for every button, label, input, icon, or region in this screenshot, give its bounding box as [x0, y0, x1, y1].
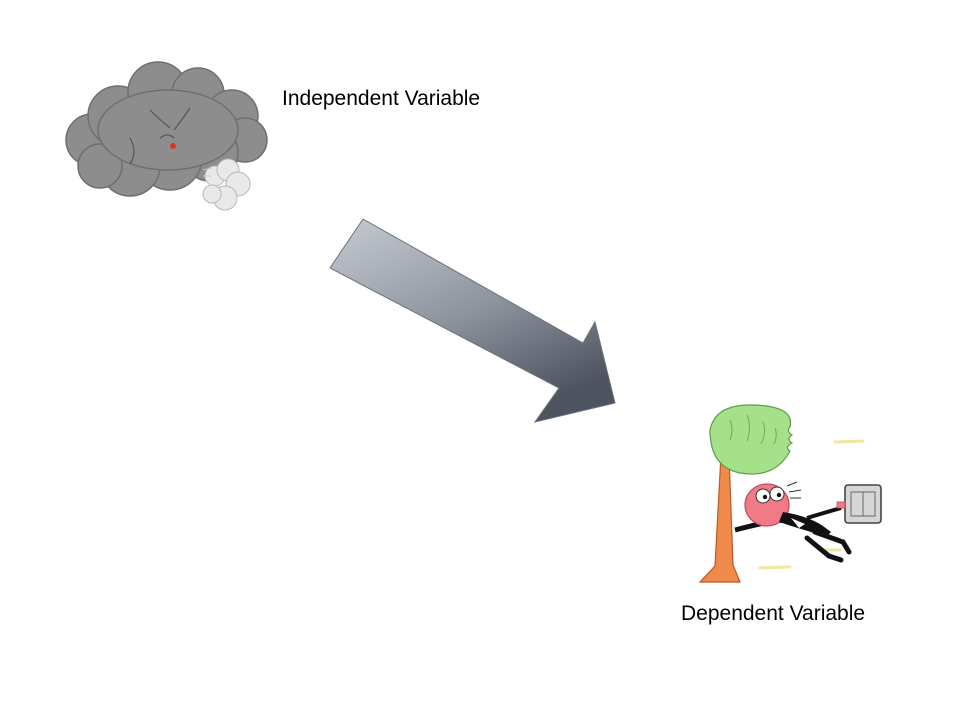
windblown-person-icon	[698, 404, 882, 583]
storm-cloud-icon	[65, 61, 268, 211]
arrow-right-down-icon	[329, 218, 616, 423]
dependent-variable-label: Dependent Variable	[681, 602, 866, 625]
independent-variable-label: Independent Variable	[282, 87, 481, 110]
